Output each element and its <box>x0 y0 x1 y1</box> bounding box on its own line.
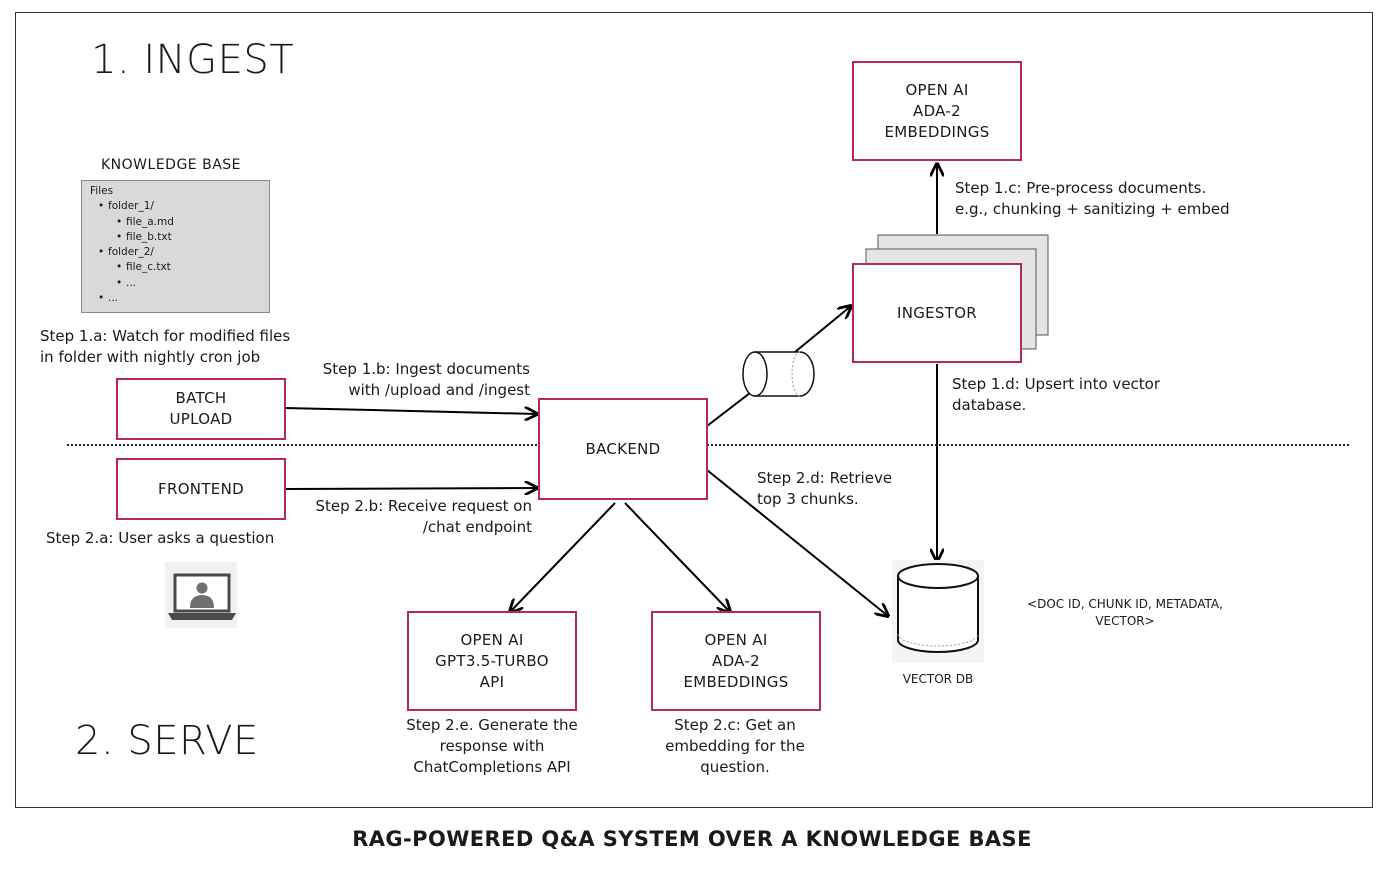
step-1c-label: Step 1.c: Pre-process documents. e.g., c… <box>955 179 1230 218</box>
kb-ellipsis-inner: ... <box>116 276 269 292</box>
step-1a-label: Step 1.a: Watch for modified files in fo… <box>40 327 291 366</box>
step-2b-label: Step 2.b: Receive request on /chat endpo… <box>315 497 532 536</box>
user-laptop-icon <box>165 562 237 628</box>
backend-box: BACKEND <box>538 398 708 500</box>
openai-embeddings-serve-box: OPEN AI ADA-2 EMBEDDINGS <box>651 611 821 711</box>
section-title-ingest: 1. INGEST <box>91 37 295 83</box>
kb-ellipsis-outer: ... <box>98 291 269 307</box>
knowledge-base-panel: Files folder_1/ file_a.md file_b.txt fol… <box>81 180 270 313</box>
kb-file-b: file_b.txt <box>116 230 269 246</box>
kb-folder-2: folder_2/ file_c.txt ... <box>98 245 269 292</box>
arrow-backend-to-gpt <box>510 502 616 612</box>
arrow-backend-to-vectordb <box>706 469 888 616</box>
step-2e-label: Step 2.e. Generate the response with Cha… <box>406 716 578 776</box>
frontend-box: FRONTEND <box>116 458 286 520</box>
arrow-batch-to-backend <box>284 408 537 414</box>
batch-upload-box: BATCH UPLOAD <box>116 378 286 440</box>
arrow-queue-to-ingestor <box>794 306 851 353</box>
step-2d-label: Step 2.d: Retrieve top 3 chunks. <box>757 469 893 508</box>
step-1d-label: Step 1.d: Upsert into vector database. <box>952 375 1161 414</box>
diagram-frame <box>15 12 1373 808</box>
arrow-backend-to-embed <box>624 502 730 612</box>
vector-db-label: VECTOR DB <box>902 672 974 686</box>
kb-file-a: file_a.md <box>116 215 269 231</box>
knowledge-base-title: KNOWLEDGE BASE <box>101 157 241 173</box>
arrow-frontend-to-backend <box>284 488 537 489</box>
kb-file-c: file_c.txt <box>116 260 269 276</box>
step-2a-label: Step 2.a: User asks a question <box>46 529 275 547</box>
kb-files-label: Files <box>90 185 114 197</box>
openai-gpt-box: OPEN AI GPT3.5-TURBO API <box>407 611 577 711</box>
step-2c-label: Step 2.c: Get an embedding for the quest… <box>665 716 805 776</box>
kb-folder-1: folder_1/ file_a.md file_b.txt <box>98 199 269 246</box>
section-title-serve: 2. SERVE <box>75 718 259 764</box>
openai-embeddings-ingest-box: OPEN AI ADA-2 EMBEDDINGS <box>852 61 1022 161</box>
diagram-caption: RAG-POWERED Q&A SYSTEM OVER A KNOWLEDGE … <box>352 827 1032 851</box>
step-1b-label: Step 1.b: Ingest documents with /upload … <box>322 360 530 399</box>
queue-cylinder-icon <box>742 351 815 397</box>
arrow-backend-to-queue <box>706 392 751 427</box>
vector-db-schema: <DOC ID, CHUNK ID, METADATA, VECTOR> <box>1027 597 1223 628</box>
ingestor-box: INGESTOR <box>852 263 1022 363</box>
database-cylinder-icon <box>892 560 984 663</box>
